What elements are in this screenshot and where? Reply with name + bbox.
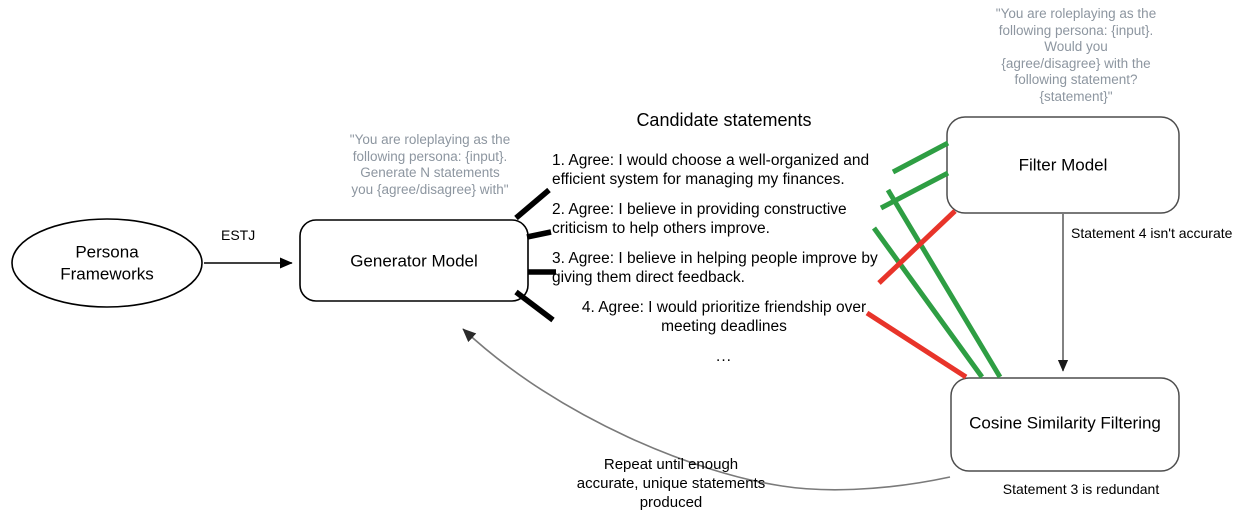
edge-persona-to-generator: ESTJ <box>204 227 293 269</box>
rejected-statement-links <box>865 209 968 380</box>
filter-label: Filter Model <box>1019 155 1108 174</box>
output-tick-2 <box>526 229 552 240</box>
output-tick-1 <box>514 187 551 221</box>
filter-passed-links <box>871 188 1003 379</box>
generator-box <box>299 219 529 302</box>
link-filter-out-a-to-cosine <box>885 188 1003 379</box>
cosine-caption: Statement 3 is redundant <box>1003 481 1160 497</box>
node-filter-model[interactable]: Filter Model <box>946 116 1180 214</box>
edge-label-estj: ESTJ <box>221 227 255 243</box>
cosine-label: Cosine Similarity Filtering <box>969 413 1161 432</box>
loop-curve-left <box>462 328 783 487</box>
filter-box <box>946 116 1180 214</box>
node-generator-model[interactable]: Generator Model <box>299 219 529 302</box>
node-cosine-similarity-filtering[interactable]: Cosine Similarity Filtering <box>950 377 1180 472</box>
statement-item-1: 1. Agree: I would choose a well-organize… <box>552 152 870 188</box>
persona-label-line2: Frameworks <box>60 264 154 283</box>
link-statement-4-rejected <box>865 310 968 380</box>
node-persona-frameworks[interactable]: Persona Frameworks <box>11 218 203 308</box>
edge-loop-back <box>462 328 951 491</box>
statement-ellipsis: ... <box>716 348 732 365</box>
cosine-box <box>950 377 1180 472</box>
generator-output-ticks <box>514 187 556 323</box>
loop-back-caption: Repeat until enough accurate, unique sta… <box>576 456 766 511</box>
link-statement-2-to-filter <box>879 170 950 211</box>
statement-item-3: 3. Agree: I believe in helping people im… <box>552 250 878 286</box>
loop-curve-right <box>781 476 951 491</box>
link-filter-out-b-to-cosine <box>871 226 985 379</box>
link-statement-1-to-filter <box>891 140 950 175</box>
persona-label-line1: Persona <box>75 242 139 261</box>
candidate-statements-title: Candidate statements <box>636 110 812 130</box>
accepted-statement-links <box>879 140 950 211</box>
edge-filter-to-cosine: Statement 4 isn't accurate <box>1057 214 1233 372</box>
edge-label-statement-4-inaccurate: Statement 4 isn't accurate <box>1071 225 1233 241</box>
output-tick-4 <box>514 289 555 323</box>
filter-prompt-text: "You are roleplaying as the following pe… <box>995 6 1157 104</box>
generator-label: Generator Model <box>350 251 478 270</box>
persona-ellipse <box>11 218 203 308</box>
link-statement-3-rejected <box>877 209 957 285</box>
statement-item-2: 2. Agree: I believe in providing constru… <box>552 201 847 237</box>
candidate-statements-panel: Candidate statements 1. Agree: I would c… <box>548 110 900 377</box>
statement-item-4: 4. Agree: I would prioritize friendship … <box>581 299 867 335</box>
generator-prompt-text: "You are roleplaying as the following pe… <box>349 132 511 197</box>
